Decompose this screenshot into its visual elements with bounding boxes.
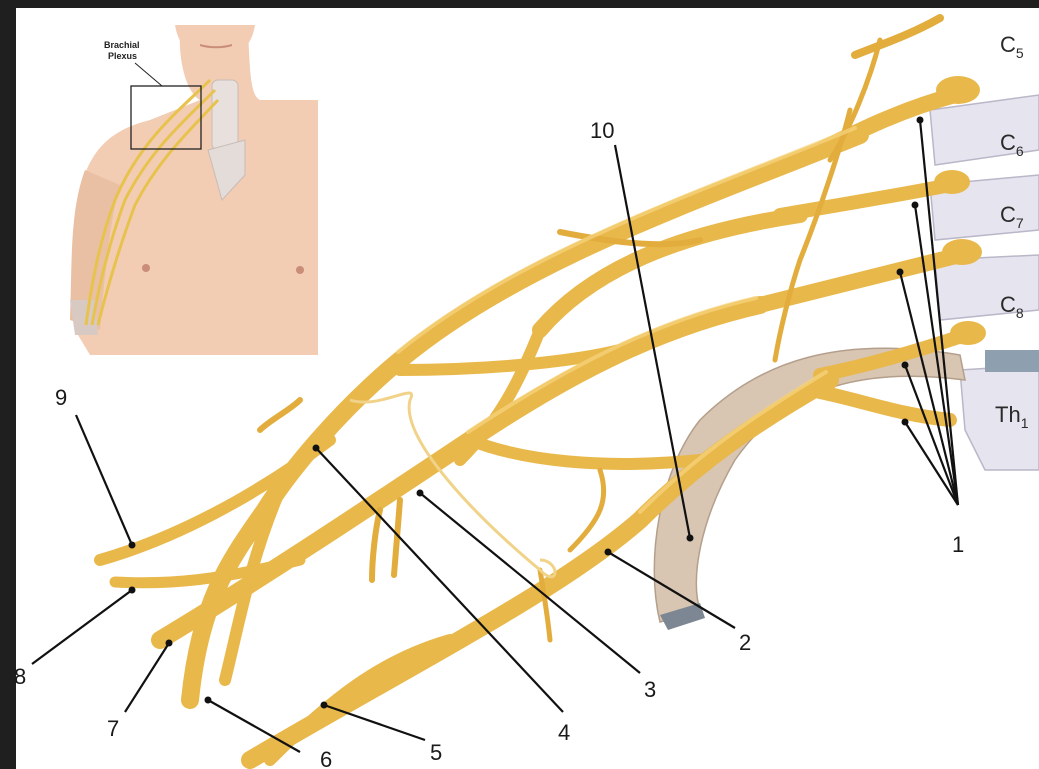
leader-dot [605,549,612,556]
leader-dot [321,702,328,709]
leader-dot [917,117,924,124]
callout-2: 2 [739,630,751,655]
leader-dot [166,640,173,647]
leader-dot [897,269,904,276]
nipple-right [296,266,304,274]
callout-6: 6 [320,747,332,769]
callout-5: 5 [430,740,442,765]
inset-illustration: Brachial Plexus [42,25,318,355]
ganglion-c8 [950,321,986,345]
intervertebral-disc [985,350,1039,372]
leader-dot [129,542,136,549]
inset-label-line2: Plexus [108,51,137,61]
callout-8: 8 [14,664,26,689]
nipple-left [142,264,150,272]
leader-dot [129,587,136,594]
ganglion-c7 [942,239,982,265]
leader-dot [902,419,909,426]
callout-4: 4 [558,720,570,745]
leader-dot [912,202,919,209]
leader-dot [313,445,320,452]
leader-dot [205,697,212,704]
leader-dot [687,535,694,542]
cervical-spine [212,80,238,150]
callout-1: 1 [952,532,964,557]
callout-10: 10 [590,118,614,143]
ganglion-c6 [934,170,970,194]
ganglion-c5 [936,76,980,104]
leader-dot [902,362,909,369]
leader-dot [417,490,424,497]
inset-label-line1: Brachial [104,40,140,50]
callout-3: 3 [644,677,656,702]
callout-7: 7 [107,716,119,741]
callout-9: 9 [55,385,67,410]
